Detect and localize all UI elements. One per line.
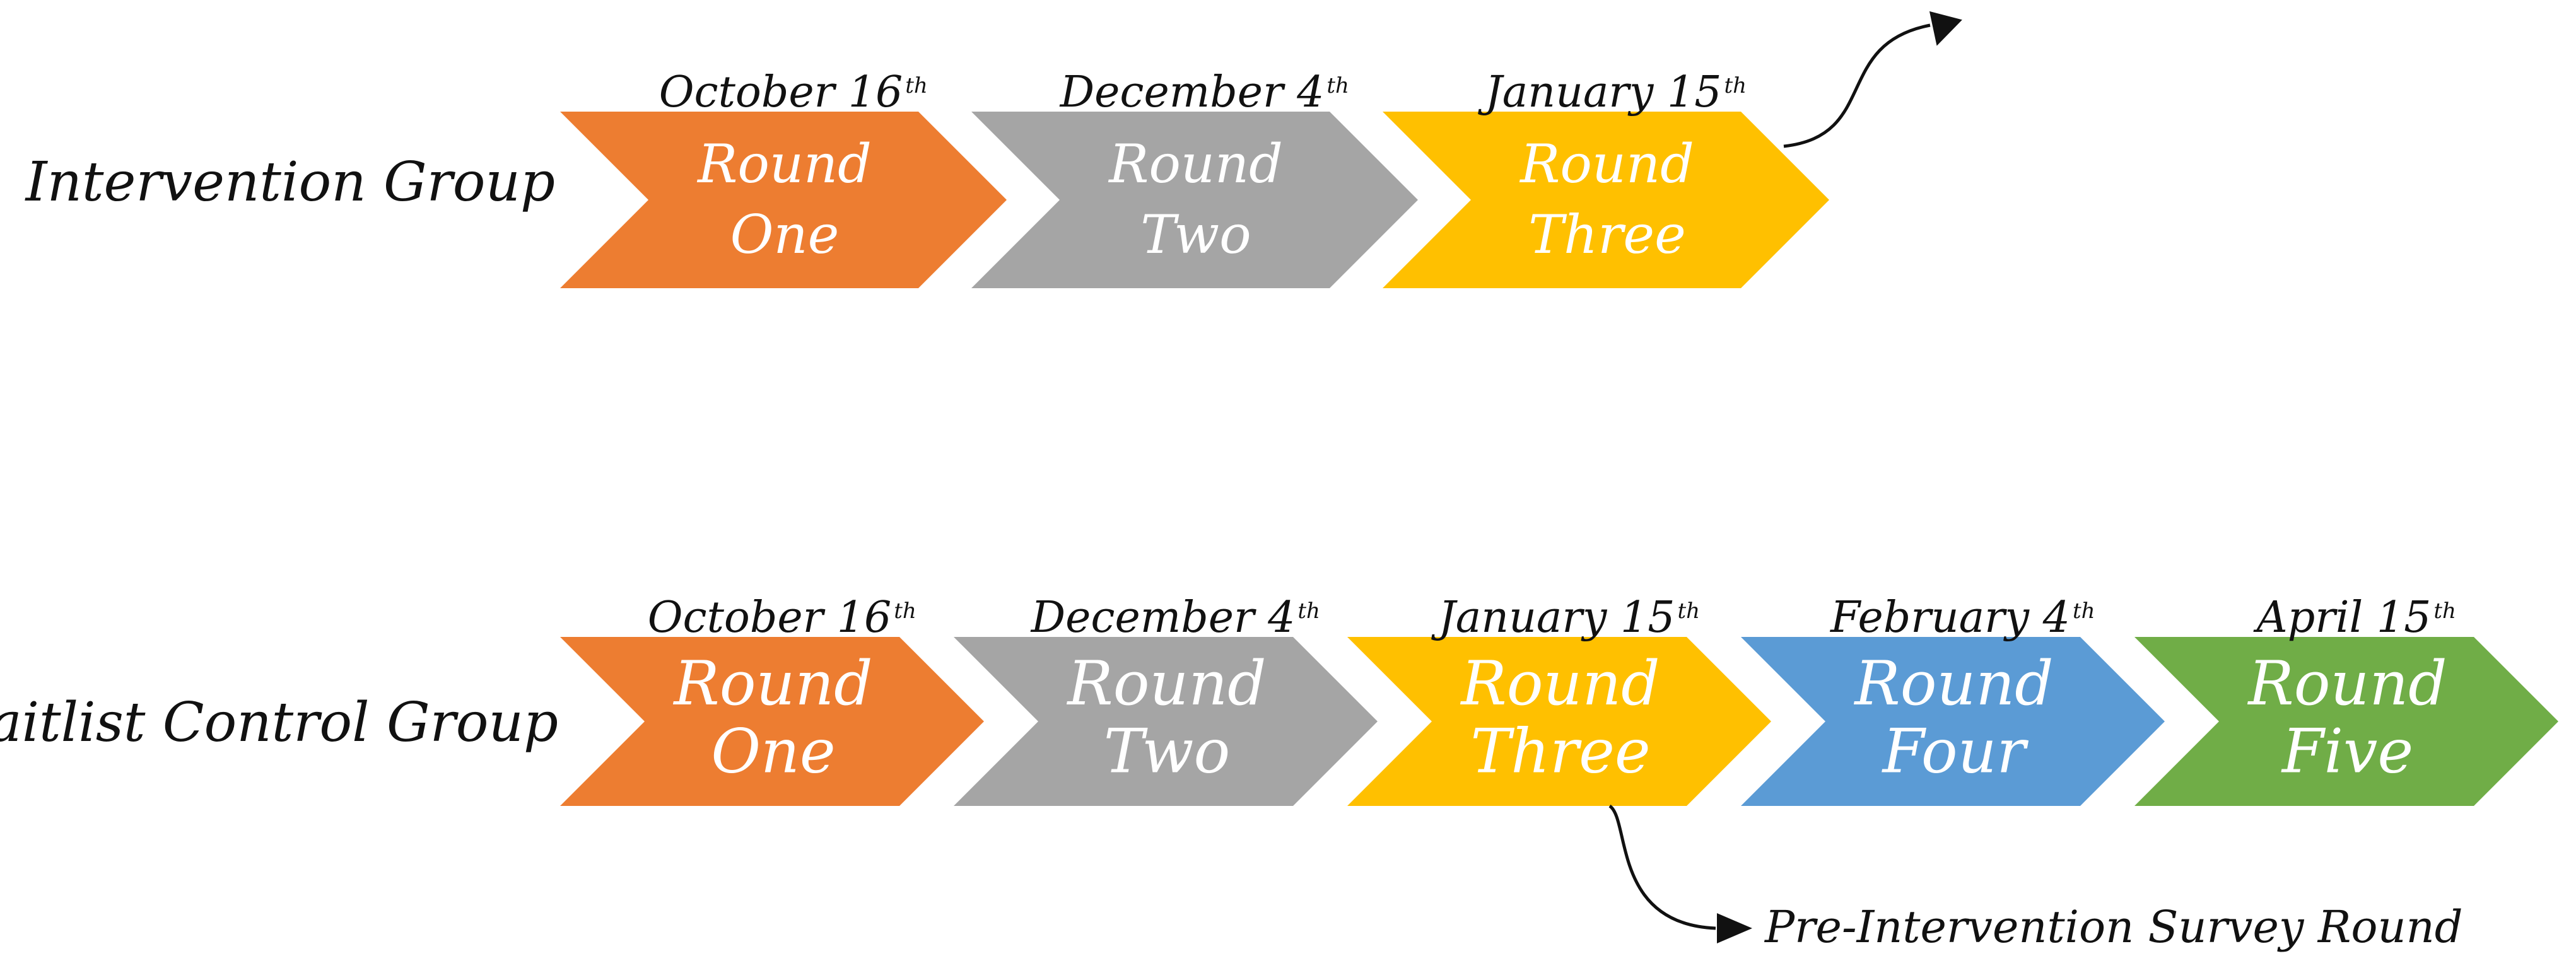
pre-intervention-note: Pre-Intervention Survey Round: [1764, 901, 2463, 953]
waitlist-round-1-title: Round: [672, 648, 872, 719]
continuation-arrowhead-icon: [1929, 11, 1962, 46]
waitlist-round-2-chevron: [954, 637, 1378, 806]
pre-intervention-arrowhead-icon: [1717, 913, 1752, 943]
waitlist-round-2-date: December 4: [1030, 593, 1296, 643]
waitlist-round-2-date-suffix: th: [1297, 598, 1320, 624]
waitlist-round-3-date: January 15: [1431, 593, 1675, 643]
intervention-round-3-chevron: [1383, 112, 1829, 288]
waitlist-round-3-date-suffix: th: [1678, 598, 1701, 624]
intervention-round-1-date: October 16: [659, 67, 903, 117]
waitlist-round-3-chevron: [1347, 637, 1771, 806]
waitlist-round-1-chevron: [560, 637, 984, 806]
intervention-round-2-date: December 4: [1059, 67, 1325, 117]
intervention-round-2-chevron: [971, 112, 1418, 288]
waitlist-round-4-title: Round: [1853, 648, 2053, 719]
intervention-round-1-date-suffix: th: [905, 73, 928, 98]
intervention-round-3-title: Round: [1519, 133, 1694, 195]
waitlist-round-3-number: Three: [1470, 716, 1650, 786]
continuation-arrow: [1783, 23, 1931, 148]
pre-intervention-pointer: [1608, 804, 1716, 930]
waitlist-round-5-number: Five: [2281, 716, 2413, 786]
waitlist-round-5-title: Round: [2247, 648, 2447, 719]
intervention-round-2-title: Round: [1108, 133, 1283, 195]
intervention-round-3-date: January 15: [1478, 67, 1722, 117]
intervention-round-2-number: Two: [1140, 204, 1251, 265]
waitlist-round-1-date-suffix: th: [894, 598, 916, 624]
intervention-round-1-chevron: [560, 112, 1007, 288]
waitlist-round-5-date: April 15: [2253, 593, 2432, 643]
waitlist-group-label: Waitlist Control Group: [0, 691, 558, 754]
intervention-round-1-title: Round: [696, 133, 872, 195]
waitlist-round-3-title: Round: [1460, 648, 1660, 719]
waitlist-round-4-date-suffix: th: [2073, 598, 2095, 624]
waitlist-round-1-date: October 16: [648, 593, 892, 643]
waitlist-round-4-chevron: [1741, 637, 2165, 806]
intervention-round-1-number: One: [730, 204, 840, 265]
intervention-round-3-date-suffix: th: [1724, 73, 1747, 98]
intervention-round-3-number: Three: [1528, 204, 1686, 265]
waitlist-round-2-number: Two: [1104, 716, 1231, 786]
intervention-round-2-date-suffix: th: [1326, 73, 1349, 98]
waitlist-round-4-number: Four: [1882, 716, 2029, 786]
waitlist-round-5-date-suffix: th: [2433, 598, 2456, 624]
waitlist-round-2-title: Round: [1066, 648, 1266, 719]
waitlist-round-5-chevron: [2134, 637, 2558, 806]
waitlist-round-4-date: February 4: [1829, 593, 2070, 643]
intervention-group-label: Intervention Group: [25, 151, 555, 214]
waitlist-round-1-number: One: [711, 716, 835, 786]
